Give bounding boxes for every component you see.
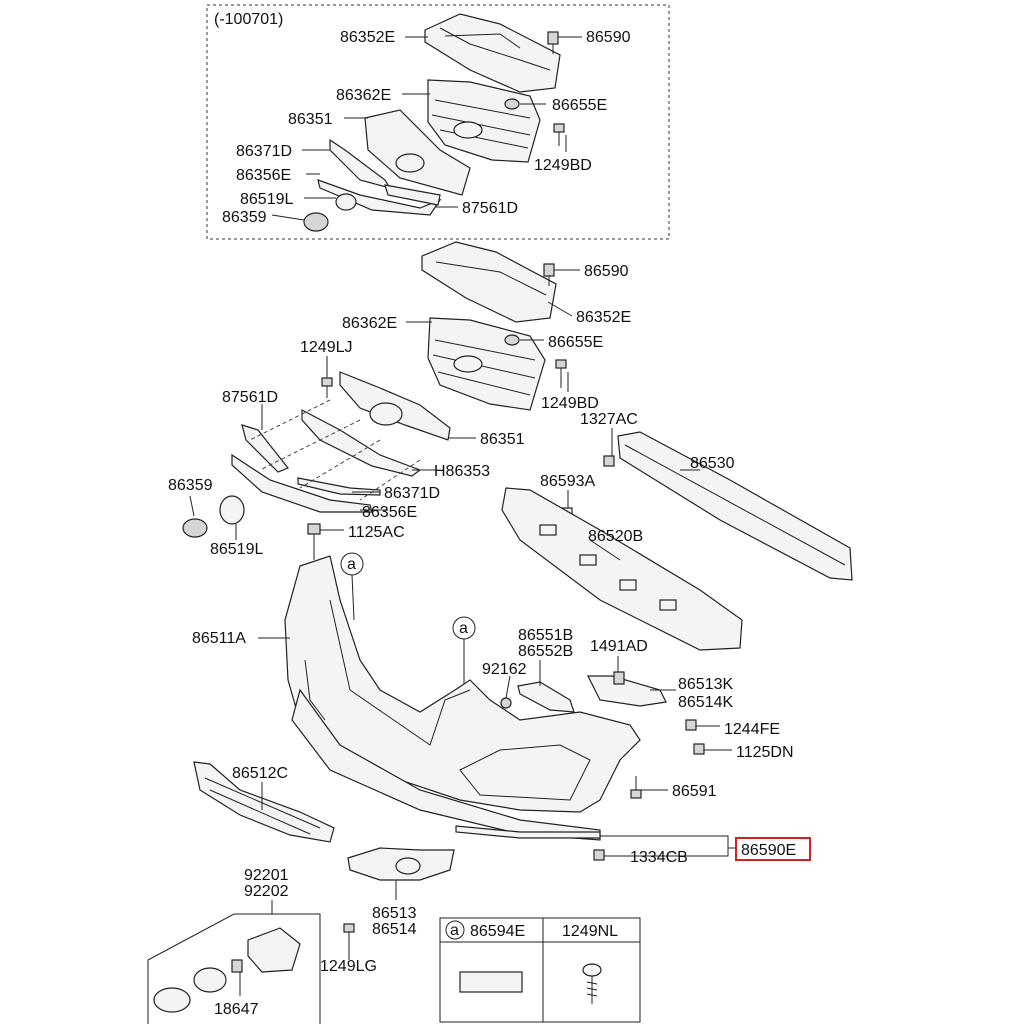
label-1327AC: 1327AC [580,411,638,428]
bracket-86513K [587,675,667,707]
label-86362E: 86362E [342,315,397,332]
screw-1249LJ [321,377,333,398]
label-86590: 86590 [584,263,629,280]
emblem-86655E [504,334,520,346]
lip-strip-86590E [455,825,601,839]
grille-upper-cover [421,241,557,323]
legend-col1: 86594E [470,923,525,940]
label-H86353: H86353 [434,463,490,480]
label-86352E: 86352E [576,309,631,326]
grille-upper-cover-top [424,13,561,93]
label-86551B: 86551B [518,627,573,644]
label-86359-top: 86359 [222,209,267,226]
fog-lamp-inset [147,913,321,1024]
front-bumper-cover-86511A [284,555,641,841]
radiator-grille [427,317,546,411]
label-1249BD: 1249BD [541,395,599,412]
bolt-86590-top [547,31,559,54]
garnish-H86353 [301,409,422,477]
screw-92162 [500,697,512,709]
highlight-box-86590E [735,837,811,861]
emblem-86359 [182,518,208,538]
label-18647: 18647 [214,1001,259,1018]
cover-86519L [219,495,245,525]
clip-1334CB [593,849,605,861]
callout-a-right-text: a [459,620,468,637]
screw-1249BD [555,359,567,388]
label-92162: 92162 [482,661,527,678]
label-86593A: 86593A [540,473,595,490]
emblem-86655E-top [504,98,520,110]
label-86655E-top: 86655E [552,97,607,114]
label-1249LJ: 1249LJ [300,339,353,356]
label-86351: 86351 [480,431,525,448]
legend-tape-icon [459,971,523,993]
legend-circle-a: a [450,922,459,939]
molding-87561D-top [384,184,441,206]
label-86552B: 86552B [518,643,573,660]
label-86520B: 86520B [588,528,643,545]
screw-1249LG [343,923,355,948]
bolt-1244FE [685,719,697,731]
label-86512C: 86512C [232,765,288,782]
label-1249BD-top: 1249BD [534,157,592,174]
cover-86519L-top [335,193,357,211]
label-86514: 86514 [372,921,417,938]
label-86362E-top: 86362E [336,87,391,104]
variant-note: (-100701) [214,11,283,28]
emblem-86359-top [303,212,329,232]
label-87561D: 87561D [222,389,278,406]
label-1125DN: 1125DN [736,744,794,761]
legend-screw-icon [582,963,602,1004]
label-87561D-top: 87561D [462,200,518,217]
radiator-grille-top [427,79,541,163]
label-86591: 86591 [672,783,717,800]
label-86519L: 86519L [210,541,263,558]
label-86590E: 86590E [741,842,796,859]
label-1125AC: 1125AC [348,524,405,541]
label-86351-top: 86351 [288,111,333,128]
label-92202: 92202 [244,883,289,900]
variant-box [206,4,670,240]
label-86356E-top: 86356E [236,167,291,184]
bumper-beam-86530 [617,431,853,581]
label-86590-top: 86590 [586,29,631,46]
label-86352E-top: 86352E [340,29,395,46]
label-86514K: 86514K [678,694,733,711]
label-1249LG: 1249LG [320,958,377,975]
label-86513K: 86513K [678,676,733,693]
screw-1249BD-top [553,123,565,146]
screw-86591 [630,776,642,799]
bolt-1125AC [307,523,321,560]
fog-lamp-cover-86513 [347,847,455,881]
label-86519L-top: 86519L [240,191,293,208]
bolt-1491AD [613,671,625,685]
label-86371D-top: 86371D [236,143,292,160]
label-86356E: 86356E [362,504,417,521]
garnish-86356E [231,453,373,513]
bracket-86551B [517,681,575,713]
label-86513: 86513 [372,905,417,922]
callout-a-left-text: a [347,556,356,573]
label-92201: 92201 [244,867,289,884]
label-86371D: 86371D [384,485,440,502]
molding-87561D [241,424,289,473]
label-86530: 86530 [690,455,735,472]
label-86359: 86359 [168,477,213,494]
energy-absorber-86520B [501,487,743,651]
label-1244FE: 1244FE [724,721,780,738]
nut-1327AC [603,455,615,467]
grille-molding-86351 [339,371,451,441]
label-86511A: 86511A [192,630,246,647]
garnish-86371D [297,477,381,496]
legend-table: a 86594E 1249NL [439,917,641,1023]
bolt-1125DN [693,743,705,755]
label-1491AD: 1491AD [590,638,648,655]
label-86655E: 86655E [548,334,603,351]
label-1334CB: 1334CB [630,849,688,866]
legend-col2: 1249NL [562,923,618,940]
grille-molding-top [364,109,471,196]
